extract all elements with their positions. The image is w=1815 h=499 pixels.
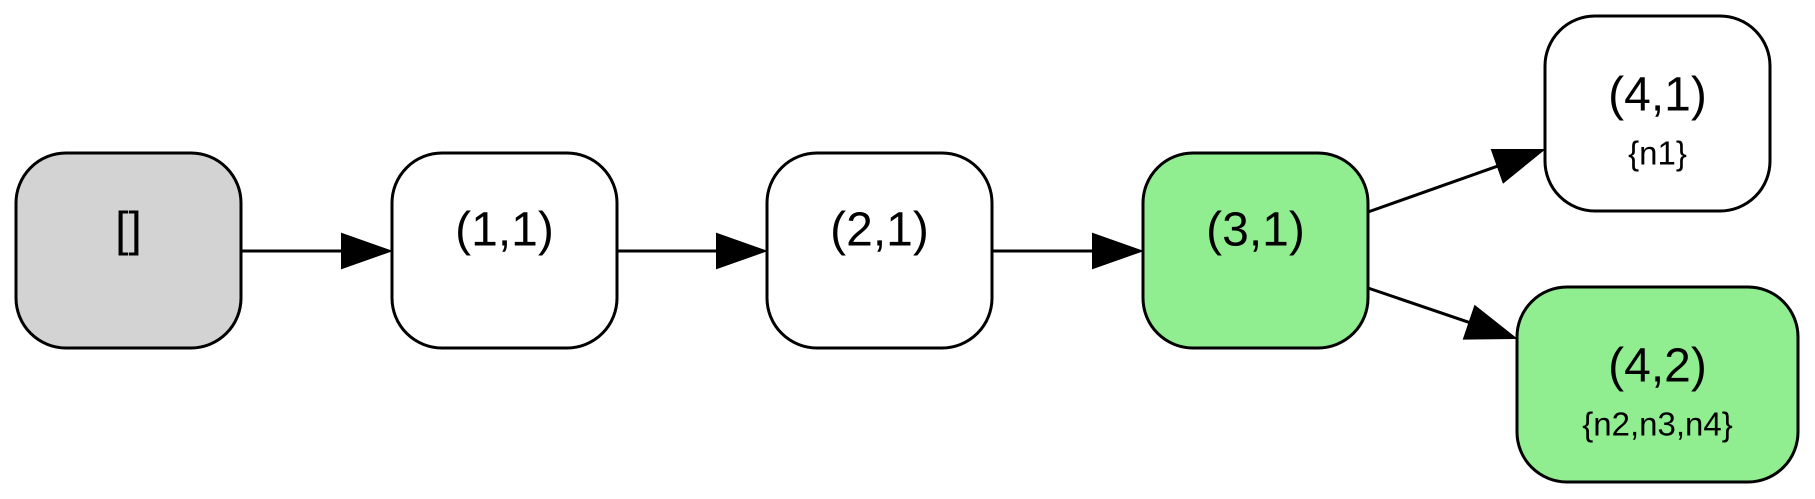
edges-layer [241, 148, 1546, 340]
arrowhead [1092, 232, 1144, 270]
nodes-layer: [] (1,1) (2,1) (3,1) (4,1) {n1} (4,2) {n2,n3,n4… [14, 14, 1800, 484]
node-label: [] [115, 204, 142, 257]
node-box [1515, 285, 1800, 484]
node-n11: (1,1) [390, 151, 619, 350]
edge-n21-to-n31 [992, 232, 1144, 270]
node-label: (2,1) [830, 204, 929, 257]
node-label: (3,1) [1206, 204, 1305, 257]
edge-n11-to-n21 [617, 232, 768, 270]
arrowhead [1462, 304, 1518, 340]
node-n42: (4,2) {n2,n3,n4} [1515, 285, 1800, 484]
node-box [1141, 151, 1370, 350]
edge-root-to-n11 [241, 232, 393, 270]
edge-n31-to-n42 [1367, 286, 1518, 340]
edge-line [1367, 164, 1499, 214]
node-label: (4,2) [1608, 340, 1707, 393]
edge-n31-to-n41 [1367, 148, 1546, 214]
node-box [14, 151, 243, 350]
edge-line [1367, 286, 1471, 324]
arrowhead [1490, 148, 1546, 184]
node-n41: (4,1) {n1} [1543, 14, 1772, 213]
node-root: [] [14, 151, 243, 350]
node-box [1543, 14, 1772, 213]
node-box [390, 151, 619, 350]
node-n31: (3,1) [1141, 151, 1370, 350]
arrowhead [341, 232, 393, 270]
node-label: (4,1) [1608, 69, 1707, 122]
node-sublabel: {n2,n3,n4} [1582, 406, 1733, 443]
node-n21: (2,1) [765, 151, 994, 350]
node-sublabel: {n1} [1628, 135, 1687, 172]
arrowhead [716, 232, 768, 270]
node-box [765, 151, 994, 350]
node-label: (1,1) [455, 204, 554, 257]
